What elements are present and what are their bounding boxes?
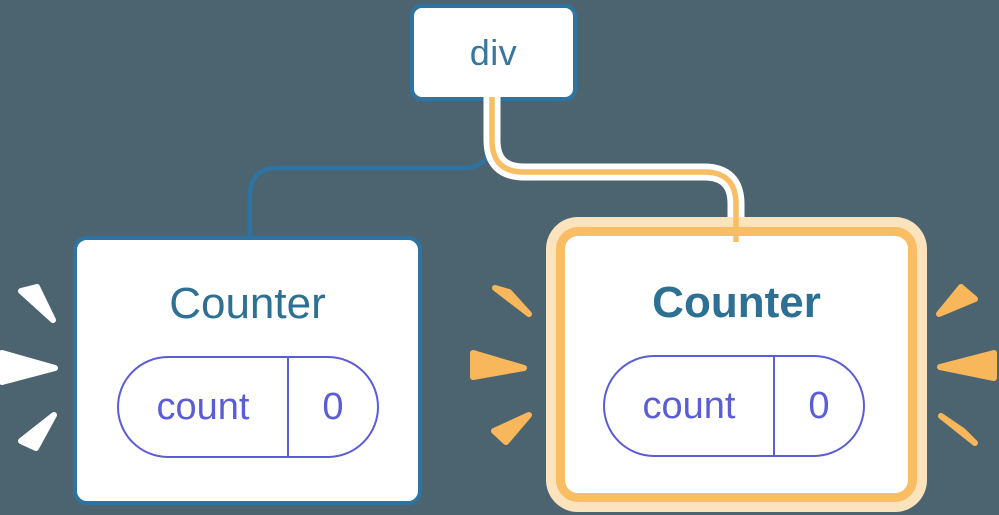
burst-orange-left-icon xyxy=(470,285,532,445)
burst-white-left-icon xyxy=(0,284,58,451)
root-node: div xyxy=(410,4,577,101)
spark-icon xyxy=(936,284,978,317)
state-value: 0 xyxy=(773,357,863,455)
spark-icon xyxy=(18,412,57,451)
state-name: count xyxy=(642,384,736,427)
root-node-label: div xyxy=(469,31,518,73)
spark-icon xyxy=(491,412,532,445)
counter-title: Counter xyxy=(169,279,326,328)
state-pill: count 0 xyxy=(117,356,379,458)
spark-icon xyxy=(470,350,527,380)
counter-title: Counter xyxy=(652,278,821,327)
edge-div-to-left-counter xyxy=(247,98,495,240)
state-pill: count 0 xyxy=(603,355,865,457)
state-name: count xyxy=(156,385,250,428)
counter-card-right: Counter count 0 xyxy=(556,227,917,502)
spark-icon xyxy=(18,284,56,323)
burst-orange-right-icon xyxy=(936,284,997,446)
spark-icon xyxy=(937,350,997,381)
edge-div-to-right-counter-casing xyxy=(483,95,745,217)
spark-icon xyxy=(492,285,532,317)
spark-icon xyxy=(938,413,978,446)
counter-card-left: Counter count 0 xyxy=(73,236,422,505)
edge-div-to-right-counter xyxy=(489,97,739,242)
spark-icon xyxy=(0,350,58,385)
state-value: 0 xyxy=(287,358,377,456)
